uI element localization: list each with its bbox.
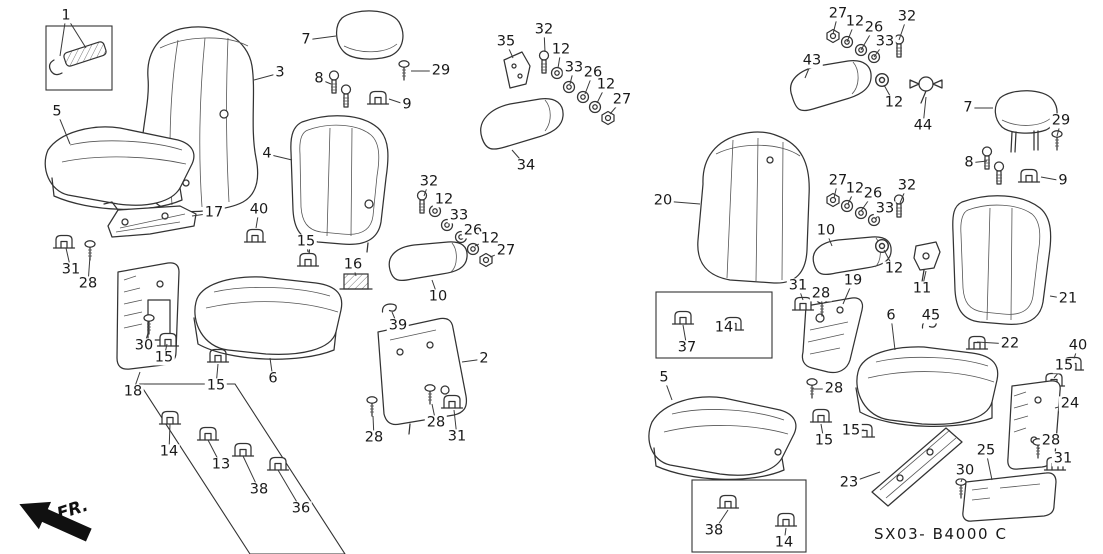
part-33-washer xyxy=(562,80,576,94)
reference-box-clips-right-bottom xyxy=(691,479,807,553)
part-16-bracket xyxy=(339,273,373,290)
part-15-clip xyxy=(809,408,833,423)
part-40-clip xyxy=(243,228,267,243)
part-12-washer xyxy=(875,238,889,254)
part-28-screw xyxy=(366,396,378,417)
part-29-screw xyxy=(1051,130,1063,151)
part-35-bracket xyxy=(503,51,531,89)
part-12-washer xyxy=(875,73,889,87)
reference-box-clips-right-mid xyxy=(655,291,773,359)
part-44-knob xyxy=(909,76,943,104)
part-26-washer xyxy=(854,206,868,220)
part-45-hook xyxy=(921,319,937,329)
part-1-guide xyxy=(48,41,107,76)
part-12-washer xyxy=(840,199,854,213)
part-13-clip xyxy=(196,426,220,441)
part-4-seat-back-frame xyxy=(290,115,389,255)
part-21-seat-back-frame xyxy=(952,195,1052,325)
part-10-armrest-left xyxy=(388,241,468,282)
part-27-nut xyxy=(479,252,493,268)
part-27-nut xyxy=(826,28,840,44)
part-9-clip xyxy=(1017,168,1041,183)
part-11-bracket xyxy=(913,241,941,283)
part-14-clip xyxy=(158,410,182,425)
fr-label: FR. xyxy=(55,496,91,525)
part-14-clip xyxy=(721,316,745,331)
part-38-clip xyxy=(716,494,740,509)
part-39-hook xyxy=(381,303,397,313)
part-25-cover xyxy=(962,472,1057,522)
part-12-washer xyxy=(550,66,564,80)
part-32-bolt xyxy=(893,34,905,58)
part-28-screw xyxy=(806,378,818,399)
part-32-bolt xyxy=(416,190,428,214)
part-10-armrest-right xyxy=(812,236,892,276)
reference-box-clips-left xyxy=(138,383,346,554)
hardware-set-mid-right xyxy=(826,192,905,227)
part-2-side-panel xyxy=(377,317,468,435)
part-23-slide-rail xyxy=(871,427,963,507)
part-15-clip xyxy=(156,332,180,347)
part-7-headrest-left xyxy=(336,10,404,60)
part-38-clip xyxy=(231,442,255,457)
part-15-clip xyxy=(296,252,320,267)
part-43-armrest xyxy=(790,60,872,112)
part-15-clip xyxy=(206,348,230,363)
reference-box-part1 xyxy=(45,25,113,91)
fr-arrow: FR. xyxy=(19,496,92,542)
part-8-headrest-bolts-left xyxy=(328,70,352,108)
part-6-seat-cushion-right xyxy=(855,346,999,427)
part-27-nut xyxy=(601,110,615,126)
part-7-headrest-right xyxy=(994,90,1058,153)
hardware-set-top-right xyxy=(826,28,905,64)
part-36-clip xyxy=(266,456,290,471)
part-20-seat-back xyxy=(697,131,810,284)
part-29-screw xyxy=(398,60,410,81)
part-12-washer xyxy=(428,204,442,218)
part-24-side-cover xyxy=(1007,380,1061,470)
part-17-slide-adjuster xyxy=(103,201,197,238)
part-37-clip xyxy=(671,310,695,325)
part-34-armrest xyxy=(480,98,564,150)
part-27-nut xyxy=(826,192,840,208)
part-40-clip xyxy=(1061,356,1085,371)
part-14-clip xyxy=(774,512,798,527)
diagram-code: SX03- B4000 C xyxy=(874,525,1008,543)
part-31-clip xyxy=(52,234,76,249)
part-6-seat-cushion xyxy=(193,276,343,360)
part-12-washer xyxy=(588,100,602,114)
part-8-headrest-bolts-right xyxy=(981,146,1005,185)
part-5-seat-cushion-left xyxy=(44,126,195,210)
part-9-clip xyxy=(366,90,390,105)
part-32-bolt xyxy=(538,50,550,74)
part-31-clip xyxy=(440,394,464,409)
part-26-washer xyxy=(576,90,590,104)
part-5-seat-cushion-right xyxy=(648,396,797,480)
